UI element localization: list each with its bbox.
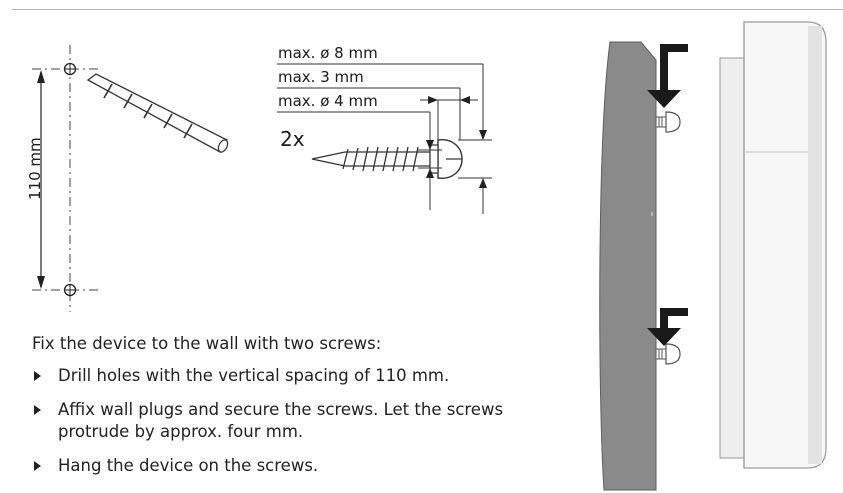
bottom-hole-icon <box>63 283 77 297</box>
spacing-label: 110 mm <box>26 137 44 200</box>
list-item: Drill holes with the vertical spacing of… <box>32 365 552 387</box>
triangle-bullet-icon <box>34 405 41 415</box>
steps-list: Drill holes with the vertical spacing of… <box>32 365 552 477</box>
screw-quantity-label: 2x <box>280 127 305 151</box>
dim-label-shaft-diameter: max. ø 4 mm <box>278 92 378 110</box>
bottom-hang-arrow-icon <box>647 308 688 346</box>
step-text: Affix wall plugs and secure the screws. … <box>58 400 504 441</box>
top-hang-arrow-icon <box>647 44 688 108</box>
triangle-bullet-icon <box>34 461 41 471</box>
wall-section <box>599 41 657 491</box>
device-mounting-view <box>599 21 827 491</box>
dim-label-head-height: max. 3 mm <box>278 68 364 86</box>
spacing-dimension <box>37 70 45 289</box>
device-housing-icon <box>719 21 827 469</box>
bottom-wall-screw-icon <box>655 343 681 365</box>
screw-icon <box>311 139 463 179</box>
drill-bit-icon <box>86 73 229 153</box>
triangle-bullet-icon <box>34 371 41 381</box>
screw-spec: max. ø 8 mm max. 3 mm max. ø 4 mm 2x <box>277 44 492 214</box>
step-text: Hang the device on the screws. <box>58 456 319 475</box>
list-item: Affix wall plugs and secure the screws. … <box>32 399 552 443</box>
top-hole-icon <box>63 62 77 76</box>
top-wall-screw-icon <box>655 111 681 133</box>
list-item: Hang the device on the screws. <box>32 455 552 477</box>
top-rule <box>12 9 843 10</box>
step-text: Drill holes with the vertical spacing of… <box>58 366 450 385</box>
instructions: Fix the device to the wall with two scre… <box>32 333 552 489</box>
dim-label-head-diameter: max. ø 8 mm <box>278 44 378 62</box>
instructions-intro: Fix the device to the wall with two scre… <box>32 334 382 353</box>
drilling-template: 110 mm <box>26 45 229 312</box>
